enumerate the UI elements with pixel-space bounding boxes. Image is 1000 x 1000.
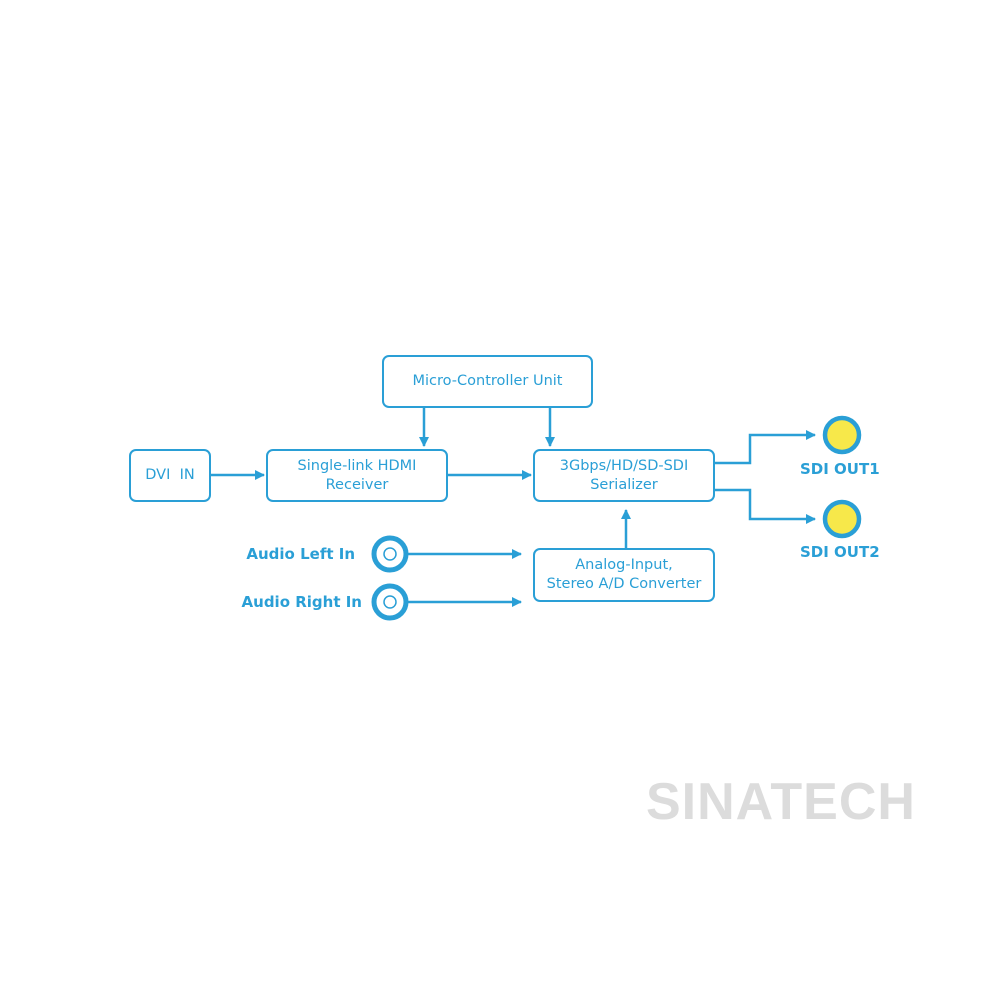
hdmi-receiver-label-line1: Single-link HDMI	[297, 457, 417, 474]
adc-block: Analog-Input, Stereo A/D Converter	[533, 548, 715, 602]
arrow-serializer-to-out2	[714, 488, 816, 524]
sdi-out1-label: SDI OUT1	[800, 460, 880, 478]
dvi-in-label: DVI IN	[145, 467, 195, 483]
serializer-label-line1: 3Gbps/HD/SD-SDI	[559, 457, 689, 474]
sdi-out2-connector-icon	[822, 499, 862, 539]
adc-label-line2: Stereo A/D Converter	[546, 576, 702, 592]
hdmi-receiver-label-line2: Receiver	[325, 476, 389, 493]
adc-label-line1: Analog-Input,	[575, 557, 673, 573]
sdi-out2-label: SDI OUT2	[800, 543, 880, 561]
arrow-serializer-to-out1	[714, 430, 816, 465]
serializer-label-line2: Serializer	[590, 476, 658, 493]
dvi-in-block: DVI IN	[129, 449, 211, 502]
sdi-out1-connector-icon	[822, 415, 862, 455]
hdmi-receiver-block: Single-link HDMI Receiver	[266, 449, 448, 502]
audio-left-jack-icon	[371, 535, 409, 573]
watermark: SINATECH	[646, 773, 916, 831]
audio-right-jack-icon	[371, 583, 409, 621]
audio-left-label: Audio Left In	[246, 545, 355, 563]
audio-right-label: Audio Right In	[241, 593, 362, 611]
mcu-block: Micro-Controller Unit	[382, 355, 593, 408]
mcu-label: Micro-Controller Unit	[412, 373, 563, 389]
serializer-block: 3Gbps/HD/SD-SDI Serializer	[533, 449, 715, 502]
